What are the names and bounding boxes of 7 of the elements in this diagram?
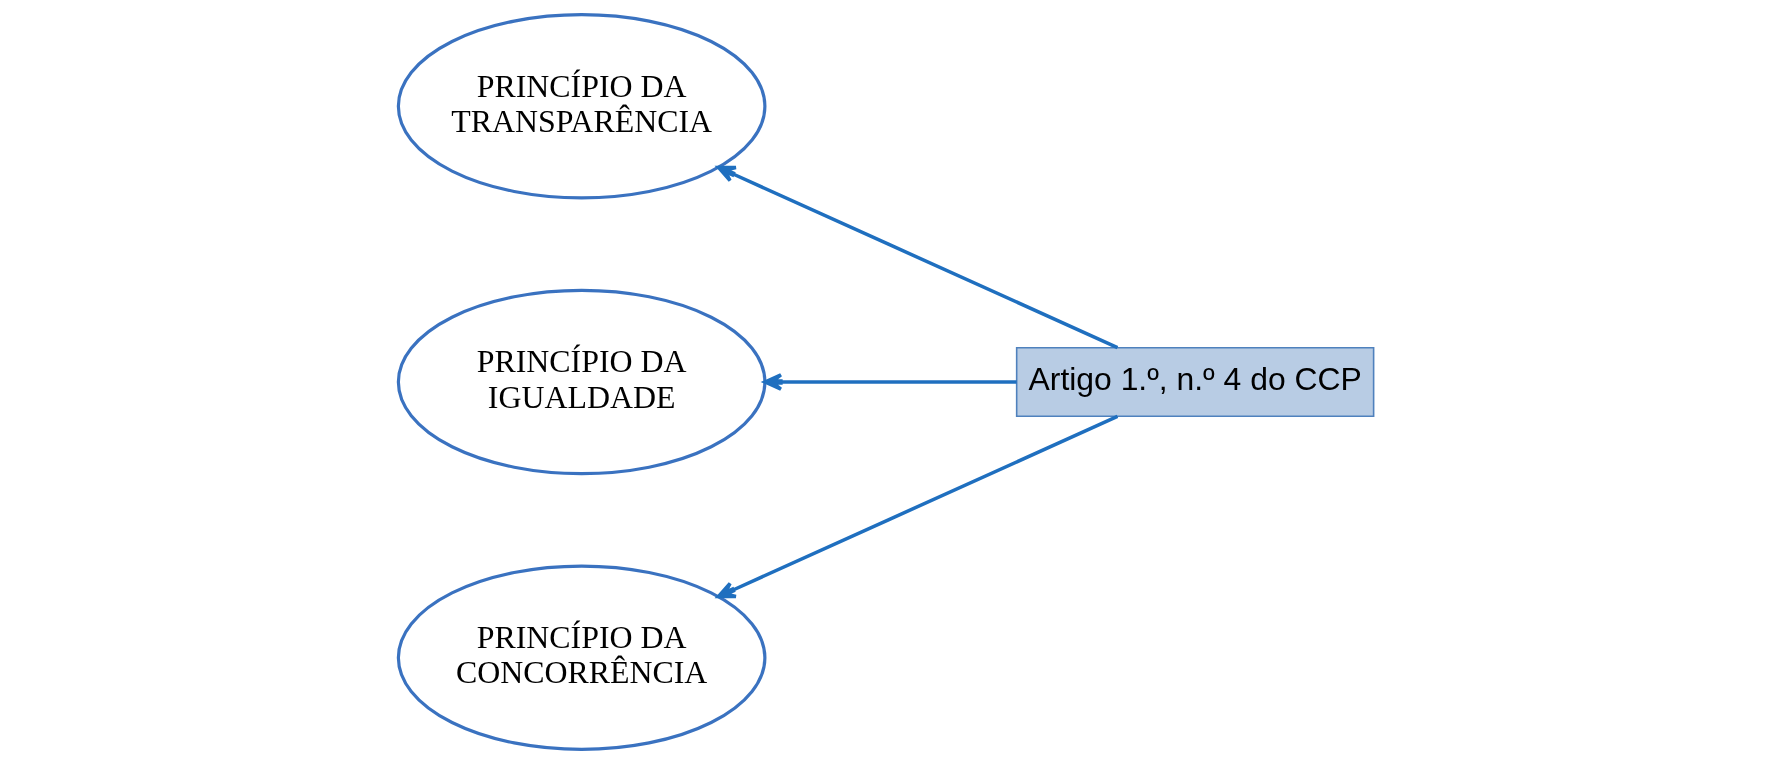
arrow (762, 373, 1017, 391)
node-ellipse: PRINCÍPIO DA IGUALDADE (396, 288, 766, 476)
node-box: Artigo 1.º, n.º 4 do CCP (1015, 346, 1374, 418)
node-ellipse: PRINCÍPIO DA TRANSPARÊNCIA (396, 13, 766, 200)
arrow (716, 165, 1118, 350)
node-ellipse: PRINCÍPIO DA CONCORRÊNCIA (396, 564, 766, 751)
arrow (716, 414, 1118, 599)
